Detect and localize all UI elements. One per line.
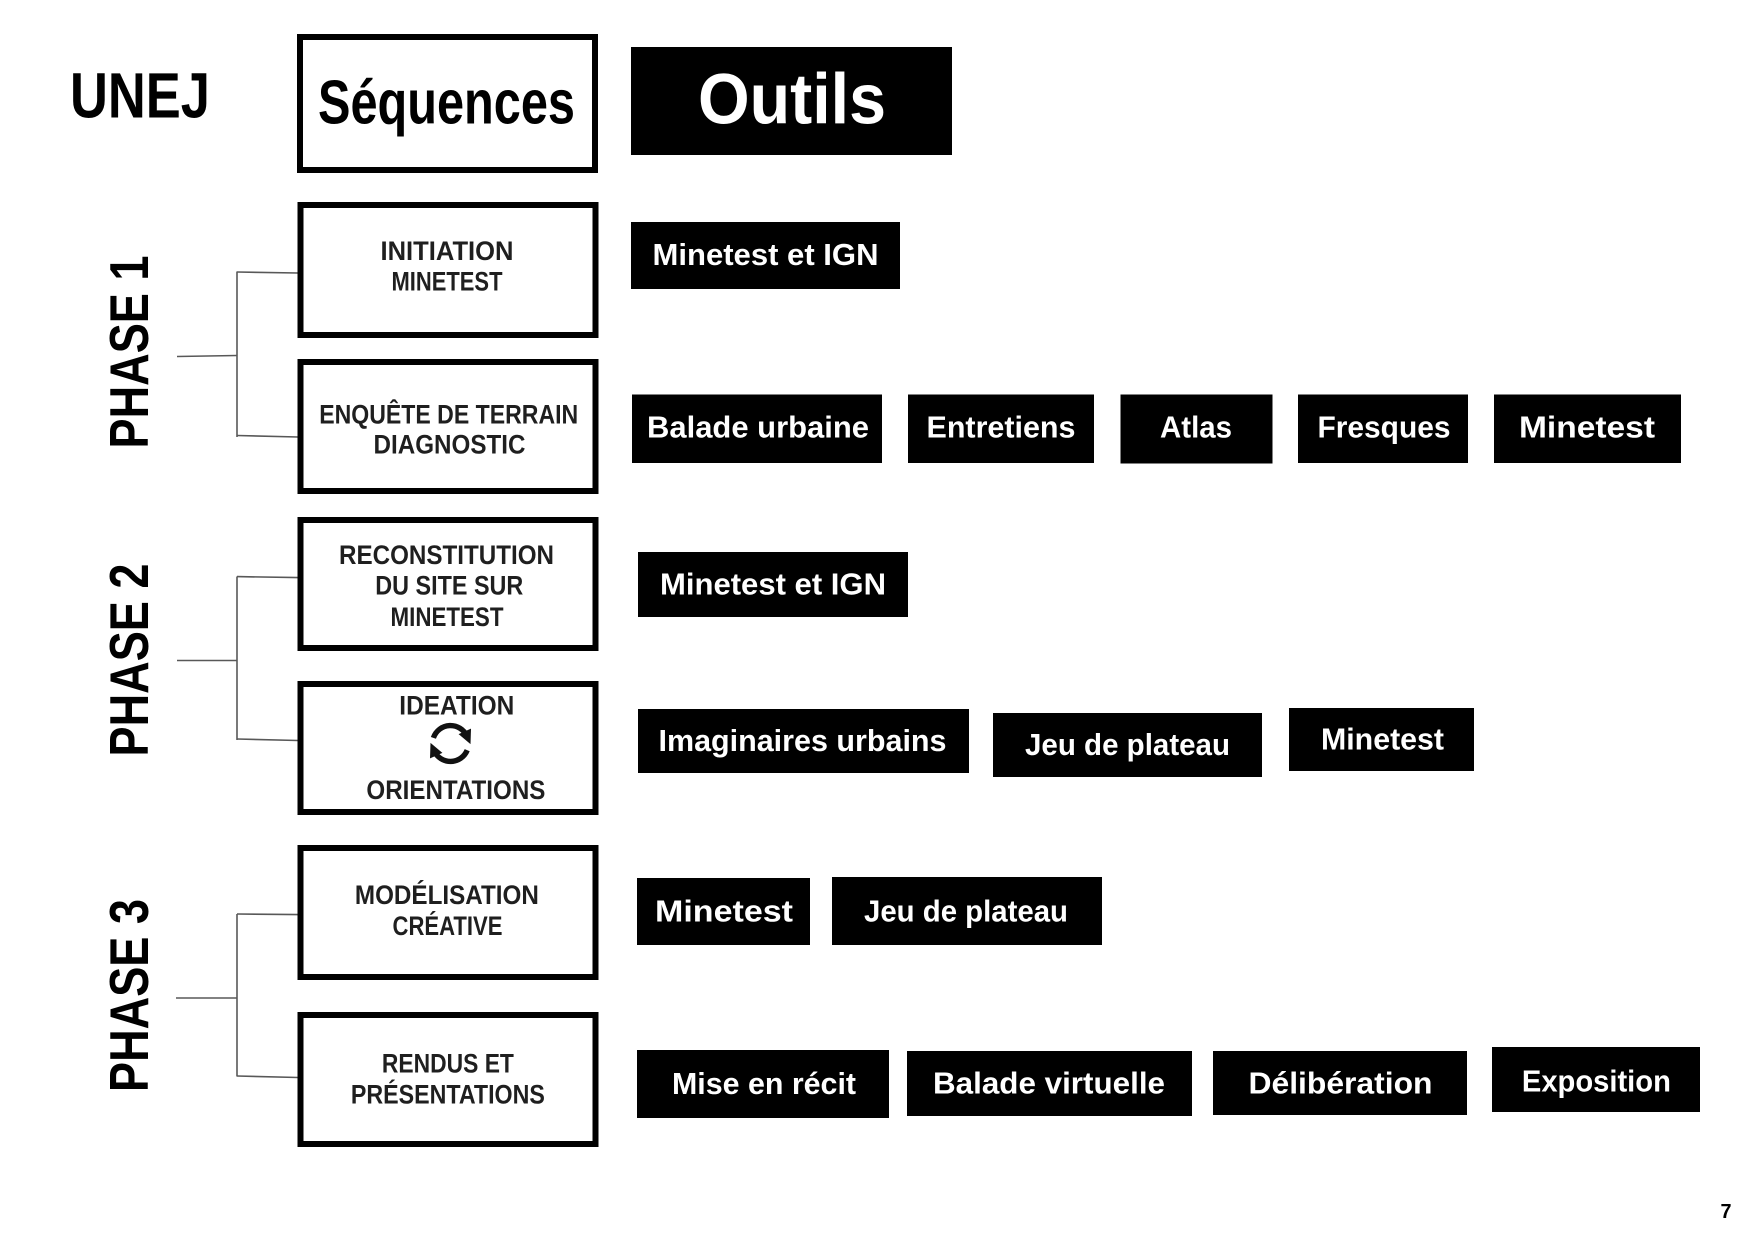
svg-text:Minetest: Minetest <box>655 895 793 929</box>
svg-text:Jeu de plateau: Jeu de plateau <box>1025 728 1230 762</box>
svg-text:RECONSTITUTION: RECONSTITUTION <box>339 540 554 570</box>
svg-text:Minetest et IGN: Minetest et IGN <box>653 238 879 272</box>
svg-text:Atlas: Atlas <box>1160 410 1232 444</box>
svg-text:Minetest: Minetest <box>1519 411 1655 445</box>
svg-text:ORIENTATIONS: ORIENTATIONS <box>366 775 545 805</box>
svg-text:Entretiens: Entretiens <box>927 411 1076 445</box>
svg-text:MODÉLISATION: MODÉLISATION <box>355 879 539 910</box>
svg-text:RENDUS ET: RENDUS ET <box>382 1049 514 1079</box>
svg-text:Balade urbaine: Balade urbaine <box>647 411 869 445</box>
svg-text:Jeu de plateau: Jeu de plateau <box>864 894 1068 928</box>
svg-text:MINETEST: MINETEST <box>391 602 504 632</box>
svg-text:Outils: Outils <box>698 61 886 140</box>
svg-text:Minetest et IGN: Minetest et IGN <box>660 568 886 602</box>
svg-text:INITIATION: INITIATION <box>381 236 514 266</box>
svg-text:PHASE 1: PHASE 1 <box>98 256 160 449</box>
svg-text:IDEATION: IDEATION <box>399 691 514 721</box>
svg-text:Séquences: Séquences <box>318 68 575 138</box>
svg-text:Mise en récit: Mise en récit <box>672 1067 856 1101</box>
svg-text:ENQUÊTE DE TERRAIN: ENQUÊTE DE TERRAIN <box>319 398 578 429</box>
svg-text:Imaginaires urbains: Imaginaires urbains <box>659 724 947 758</box>
svg-text:PHASE 3: PHASE 3 <box>98 899 160 1092</box>
svg-text:Fresques: Fresques <box>1318 411 1451 445</box>
svg-text:CRÉATIVE: CRÉATIVE <box>393 910 503 941</box>
svg-text:Balade virtuelle: Balade virtuelle <box>933 1067 1165 1101</box>
svg-text:UNEJ: UNEJ <box>70 60 210 132</box>
svg-text:Minetest: Minetest <box>1321 723 1444 757</box>
svg-text:7: 7 <box>1721 1201 1732 1223</box>
svg-text:PRÉSENTATIONS: PRÉSENTATIONS <box>351 1079 545 1110</box>
svg-text:DU SITE SUR: DU SITE SUR <box>375 571 523 601</box>
svg-text:PHASE 2: PHASE 2 <box>98 564 160 757</box>
svg-text:DIAGNOSTIC: DIAGNOSTIC <box>374 430 526 460</box>
svg-text:Exposition: Exposition <box>1522 1064 1671 1098</box>
svg-text:MINETEST: MINETEST <box>392 267 503 297</box>
svg-text:Délibération: Délibération <box>1249 1067 1433 1101</box>
